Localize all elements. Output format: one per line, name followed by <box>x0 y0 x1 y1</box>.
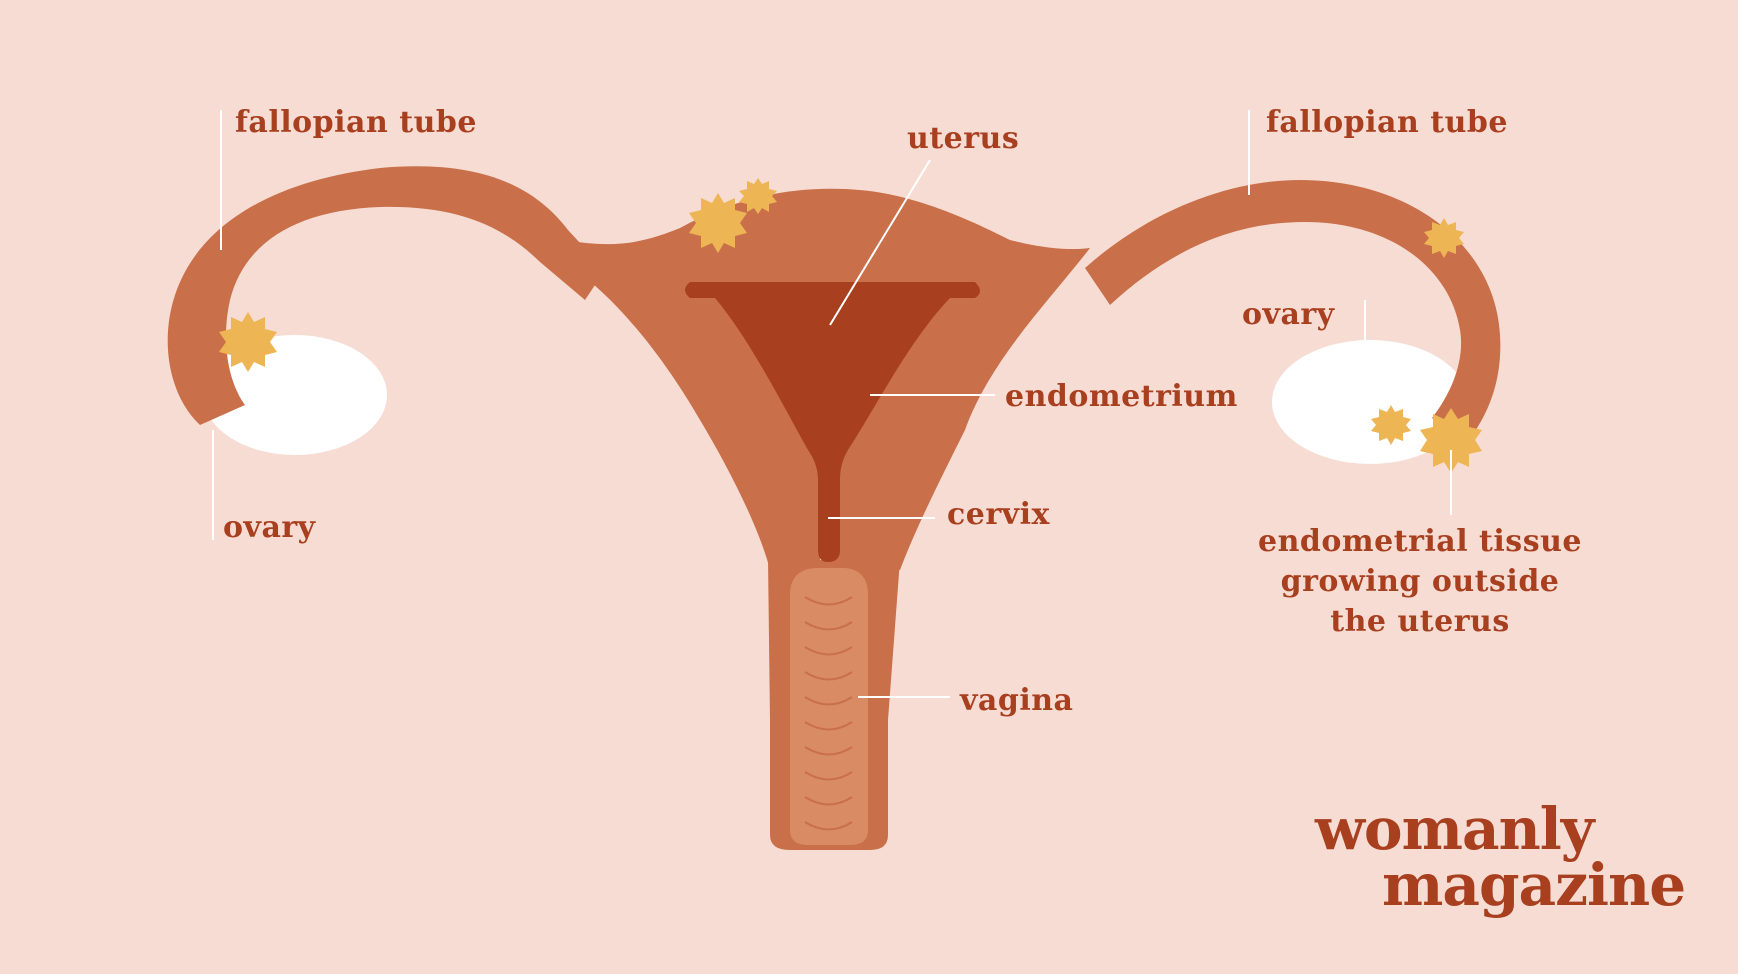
vaginal-rugae <box>804 596 853 831</box>
leader-uterus <box>829 159 931 326</box>
right-fallopian-tube-shape <box>1085 180 1501 445</box>
label-ovary-right: ovary <box>1242 297 1335 332</box>
label-endometrial-tissue-line-1: endometrial tissue <box>1258 524 1582 559</box>
lesion-right-tube <box>1424 218 1464 258</box>
brand-logo-line-2: magazine <box>1382 851 1686 919</box>
brand-logo-line-1: womanly <box>1315 795 1594 863</box>
endometrium-shape <box>685 282 980 562</box>
vagina-canal-shape <box>790 568 868 845</box>
label-fallopian-tube-right: fallopian tube <box>1266 105 1508 140</box>
lesion-right-ovary-large <box>1420 408 1482 473</box>
label-ovary-left: ovary <box>223 510 316 545</box>
lesion-uterus-top-1 <box>689 193 747 253</box>
right-ovary-shape <box>1272 340 1468 464</box>
label-vagina: vagina <box>960 683 1074 718</box>
label-endometrium: endometrium <box>1005 379 1238 414</box>
label-fallopian-tube-left: fallopian tube <box>235 105 477 140</box>
label-endometrial-tissue-line-3: the uterus <box>1330 604 1510 639</box>
left-fallopian-tube-shape <box>167 166 605 425</box>
label-uterus: uterus <box>907 121 1020 156</box>
lesion-right-ovary-small <box>1371 405 1411 445</box>
label-endometrial-tissue: endometrial tissue growing outside the u… <box>1255 522 1585 642</box>
endometrial-lesions <box>219 178 1482 473</box>
label-endometrial-tissue-line-2: growing outside <box>1280 564 1560 599</box>
leader-lines <box>212 110 1452 698</box>
lesion-uterus-top-2 <box>739 178 777 214</box>
label-cervix: cervix <box>947 497 1050 532</box>
lesion-left-ovary <box>219 312 277 372</box>
